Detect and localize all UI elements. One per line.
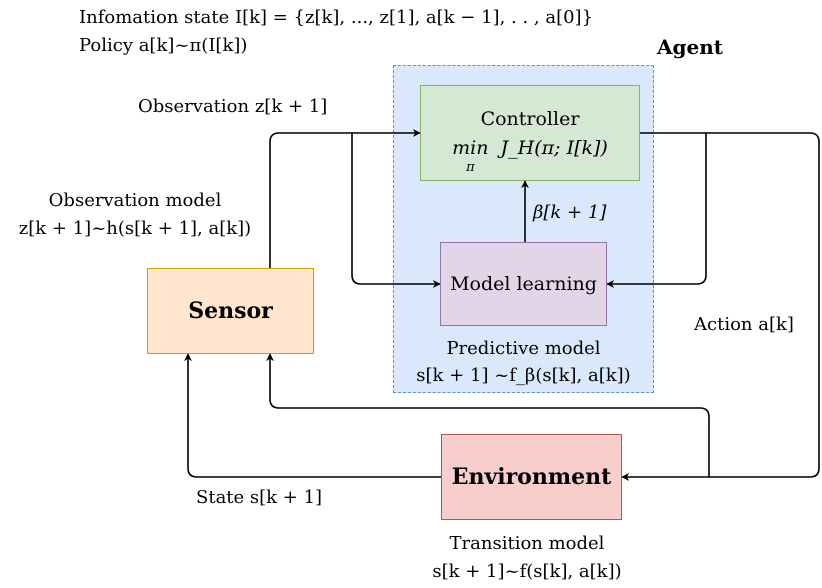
observation-to-model-arrow [351,133,441,288]
environment-title: Environment [451,464,612,490]
action-arrow [621,132,820,481]
observation-label: Observation z[k + 1] [138,96,328,117]
action-label: Action a[k] [694,314,794,335]
predictive-model-title: Predictive model [446,338,601,359]
state-label: State s[k + 1] [196,487,323,508]
model-learning-title: Model learning [450,273,597,295]
agent-title: Agent [657,35,724,59]
action-to-model-arrow [606,133,707,288]
sensor-title: Sensor [188,298,273,324]
controller-objective: min J_H(π; I[k]) π [452,137,608,175]
environment-box: Environment [441,434,622,520]
model-learning-box: Model learning [440,242,607,326]
parameter-label: β[k + 1] [533,202,607,223]
observation-model-equation: z[k + 1]~h(s[k + 1], a[k]) [18,218,252,239]
controller-title: Controller [480,108,580,130]
sensor-box: Sensor [147,268,314,354]
state-arrow [184,353,441,478]
action-to-sensor-arrow [266,353,710,477]
controller-box: Controller min J_H(π; I[k]) π [420,85,640,181]
predictive-model-equation: s[k + 1] ~f_β(s[k], a[k]) [416,365,631,386]
observation-model-title: Observation model [48,190,222,211]
information-state-text: Infomation state I[k] = {z[k], ..., z[1]… [79,7,594,28]
policy-text: Policy a[k]~π(I[k]) [79,35,248,56]
controller-objective-sub: π [466,160,475,175]
transition-model-title: Transition model [449,533,605,554]
transition-model-equation: s[k + 1]~f(s[k], a[k]) [432,561,622,582]
observation-arrow [269,129,421,268]
